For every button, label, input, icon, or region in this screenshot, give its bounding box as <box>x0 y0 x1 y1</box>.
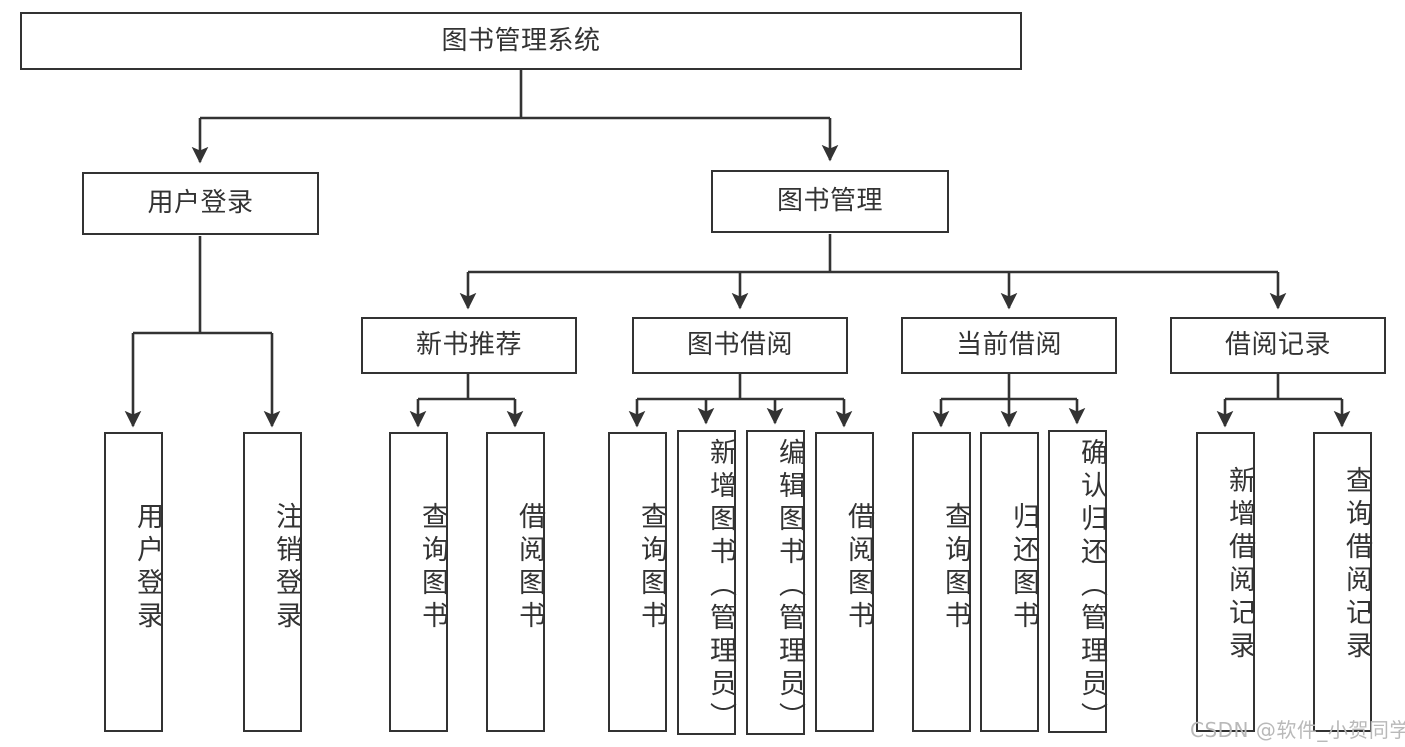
node-leaf-logout-label: 注销登录 <box>271 502 302 634</box>
node-leaf-borrow-book-1-label: 借阅图书 <box>514 502 545 634</box>
node-new-book-recommend[interactable]: 新书推荐 <box>361 317 577 374</box>
edge-user-login-bus <box>124 236 281 428</box>
node-leaf-user-login-label: 用户登录 <box>132 502 163 634</box>
edge-new-book-recommend-bus <box>409 374 524 428</box>
watermark: CSDN @软件_小贺同学 <box>1190 718 1405 742</box>
node-root-label: 图书管理系统 <box>441 25 601 56</box>
edge-root-bus <box>200 70 830 120</box>
node-leaf-edit-book[interactable]: 编辑图书（管理员） <box>746 430 805 735</box>
node-leaf-query-record-label: 查询借阅记录 <box>1341 466 1372 664</box>
node-leaf-borrow-book-2[interactable]: 借阅图书 <box>815 432 874 732</box>
node-new-book-recommend-label: 新书推荐 <box>415 330 522 361</box>
node-leaf-confirm-return-label: 确认归还（管理员） <box>1076 438 1107 735</box>
node-leaf-user-login[interactable]: 用户登录 <box>104 432 163 732</box>
edge-borrow-record-bus <box>1216 374 1351 428</box>
edge-book-borrow-bus <box>628 374 853 428</box>
node-leaf-query-record[interactable]: 查询借阅记录 <box>1313 432 1372 732</box>
node-leaf-edit-book-label: 编辑图书（管理员） <box>774 438 805 735</box>
node-current-borrow[interactable]: 当前借阅 <box>901 317 1117 374</box>
node-leaf-borrow-book-2-label: 借阅图书 <box>843 502 874 634</box>
node-leaf-return-book-label: 归还图书 <box>1008 502 1039 634</box>
node-book-borrow[interactable]: 图书借阅 <box>632 317 848 374</box>
node-leaf-confirm-return[interactable]: 确认归还（管理员） <box>1048 430 1107 735</box>
node-leaf-query-book-3-label: 查询图书 <box>940 502 971 634</box>
node-current-borrow-label: 当前借阅 <box>955 330 1062 361</box>
node-leaf-add-book[interactable]: 新增图书（管理员） <box>677 430 736 735</box>
node-book-borrow-label: 图书借阅 <box>686 330 793 361</box>
node-leaf-borrow-book-1[interactable]: 借阅图书 <box>486 432 545 732</box>
node-user-login[interactable]: 用户登录 <box>82 172 319 235</box>
node-leaf-add-record-label: 新增借阅记录 <box>1224 466 1255 664</box>
node-leaf-query-book-3[interactable]: 查询图书 <box>912 432 971 732</box>
node-root[interactable]: 图书管理系统 <box>20 12 1022 70</box>
node-leaf-return-book[interactable]: 归还图书 <box>980 432 1039 732</box>
edge-book-manage-bus <box>459 234 1287 310</box>
node-borrow-record-label: 借阅记录 <box>1224 330 1331 361</box>
node-leaf-add-book-label: 新增图书（管理员） <box>705 438 736 735</box>
node-leaf-add-record[interactable]: 新增借阅记录 <box>1196 432 1255 732</box>
node-leaf-query-book-1[interactable]: 查询图书 <box>389 432 448 732</box>
node-book-manage[interactable]: 图书管理 <box>711 170 949 233</box>
node-leaf-query-book-2[interactable]: 查询图书 <box>608 432 667 732</box>
node-user-login-label: 用户登录 <box>147 188 254 219</box>
node-leaf-query-book-1-label: 查询图书 <box>417 502 448 634</box>
node-borrow-record[interactable]: 借阅记录 <box>1170 317 1386 374</box>
node-leaf-query-book-2-label: 查询图书 <box>636 502 667 634</box>
node-leaf-logout[interactable]: 注销登录 <box>243 432 302 732</box>
edge-current-borrow-bus <box>932 374 1086 428</box>
node-book-manage-label: 图书管理 <box>776 186 883 217</box>
